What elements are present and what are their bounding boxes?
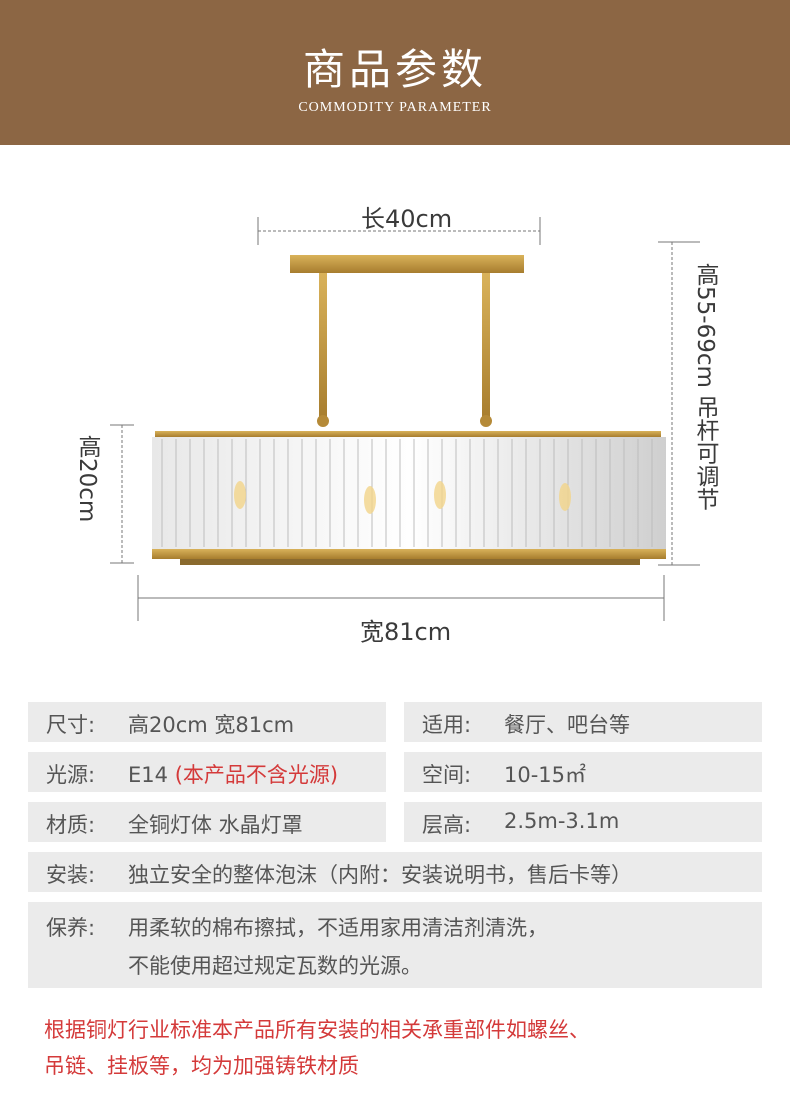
spec-care: 保养: 用柔软的棉布擦拭，不适用家用清洁剂清洗， 不能使用超过规定瓦数的光源。 [28,902,762,988]
header-banner: 商品参数 COMMODITY PARAMETER [0,0,790,145]
total-height-dimension-line [658,241,700,566]
spec-label: 安装: [46,863,96,887]
length-label: 长40cm [361,205,453,233]
spec-value: 餐厅、吧台等 [504,713,630,737]
page-subtitle: COMMODITY PARAMETER [298,100,492,115]
width-label: 宽81cm [360,618,452,646]
length-dimension-line [257,217,541,245]
light-note: (本产品不含光源) [174,763,339,787]
spec-install: 安装: 独立安全的整体泡沫（内附：安装说明书，售后卡等） [28,852,762,892]
page-title: 商品参数 [302,45,487,94]
notice-line2: 吊链、挂板等，均为加强铸铁材质 [44,1054,359,1078]
notice-text: 根据铜灯行业标准本产品所有安装的相关承重部件如螺丝、 吊链、挂板等，均为加强铸铁… [44,1012,764,1084]
spec-value: 10-15㎡ [504,763,587,787]
crystal-body [152,437,666,549]
spec-label: 尺寸: [46,713,96,737]
spec-value-line2: 不能使用超过规定瓦数的光源。 [128,954,422,978]
width-dimension-line [137,575,665,621]
spec-label: 材质: [46,813,96,837]
bulbs [234,481,571,514]
spec-value-line1: 用柔软的棉布擦拭，不适用家用清洁剂清洗， [128,916,548,940]
suspension-rod-right [482,273,490,421]
spec-light: 光源: E14 (本产品不含光源) [28,752,386,792]
spec-space: 空间: 10-15㎡ [404,752,762,792]
crystal-prisms [161,439,653,547]
spec-value: 高20cm 宽81cm [128,713,295,737]
total-height-label: 高55-69cm 吊杆可调节 [692,263,718,511]
spec-label: 适用: [422,713,472,737]
chandelier-drawing [110,217,700,621]
spec-material: 材质: 全铜灯体 水晶灯罩 [28,802,386,842]
spec-usage: 适用: 餐厅、吧台等 [404,702,762,742]
suspension-rod-left [319,273,327,421]
product-illustration: 长40cm 宽81cm 高20cm 高55-69cm 吊杆可调节 [0,145,790,685]
spec-value: E14 (本产品不含光源) [128,759,338,789]
spec-value: 全铜灯体 水晶灯罩 [128,813,303,837]
canopy [290,255,524,273]
spec-label: 保养: [46,916,96,940]
light-type: E14 [128,763,168,787]
spec-label: 层高: [422,813,472,837]
spec-size: 尺寸: 高20cm 宽81cm [28,702,386,742]
bottom-frame [152,549,666,559]
spec-floor-height: 层高: 2.5m-3.1m [404,802,762,842]
top-frame [155,431,661,437]
notice-line1: 根据铜灯行业标准本产品所有安装的相关承重部件如螺丝、 [44,1018,590,1042]
body-height-label: 高20cm [74,435,100,523]
body-height-dimension-line [110,424,134,564]
spec-value: 独立安全的整体泡沫（内附：安装说明书，售后卡等） [128,863,632,887]
spec-label: 光源: [46,763,96,787]
spec-value: 2.5m-3.1m [504,809,620,833]
spec-label: 空间: [422,763,472,787]
